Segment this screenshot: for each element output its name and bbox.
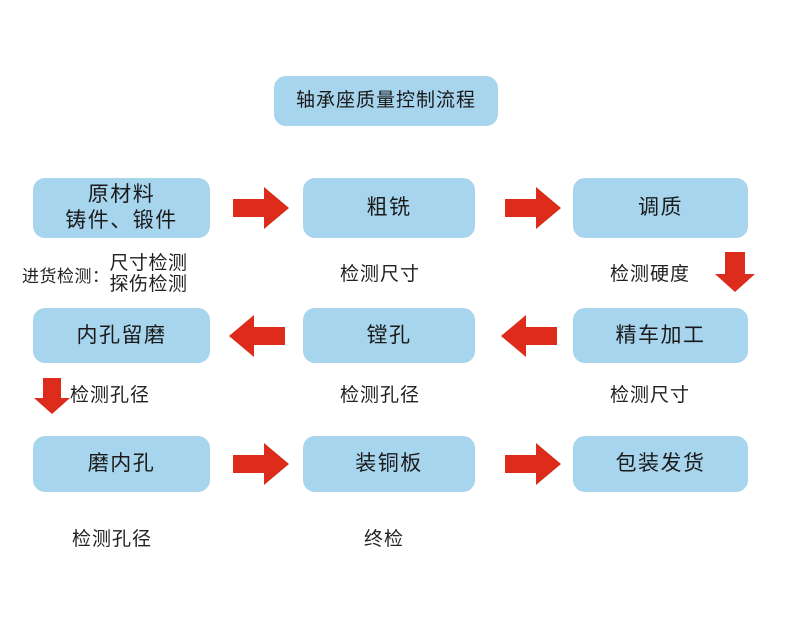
annotation-final-inspection: 终检 (364, 528, 405, 550)
node-install-copper-plate-label: 装铜板 (355, 451, 423, 476)
annotation-check-hardness-row1: 检测硬度 (610, 263, 691, 285)
page-title: 轴承座质量控制流程 (295, 89, 476, 112)
node-raw-material-line1: 原材料 (87, 182, 156, 207)
arrow-left-icon (229, 314, 285, 358)
arrow-right-icon (505, 442, 561, 486)
arrow-left-icon (501, 314, 557, 358)
annotation-check-dimension-row2-right: 检测尺寸 (610, 384, 691, 406)
node-raw-material[interactable]: 原材料 铸件、锻件 (33, 178, 210, 238)
node-packing-shipping[interactable]: 包装发货 (573, 436, 748, 492)
node-fine-turning[interactable]: 精车加工 (573, 308, 748, 363)
annotation-check-bore-row3: 检测孔径 (72, 528, 153, 550)
incoming-inspection-items: 尺寸检测 探伤检测 (109, 252, 188, 296)
node-boring[interactable]: 镗孔 (303, 308, 475, 363)
incoming-inspection-item-2: 探伤检测 (109, 273, 188, 296)
node-raw-material-line2: 铸件、锻件 (65, 208, 178, 232)
incoming-inspection-item-1: 尺寸检测 (109, 252, 188, 274)
node-grind-inner-hole[interactable]: 磨内孔 (33, 436, 210, 492)
node-quench-temper-label: 调质 (638, 195, 683, 220)
node-boring-label: 镗孔 (366, 322, 412, 347)
node-bore-reserve-grind-label: 内孔留磨 (76, 322, 167, 347)
node-grind-inner-hole-label: 磨内孔 (87, 451, 156, 476)
annotation-check-dimension-row1: 检测尺寸 (340, 263, 421, 285)
node-fine-turning-label: 精车加工 (615, 322, 706, 347)
node-rough-milling-label: 粗铣 (366, 195, 412, 220)
node-rough-milling[interactable]: 粗铣 (303, 178, 475, 238)
arrow-right-icon (233, 186, 289, 230)
node-packing-shipping-label: 包装发货 (615, 451, 706, 476)
title-box: 轴承座质量控制流程 (274, 76, 498, 126)
arrow-down-icon (714, 252, 756, 292)
annotation-check-bore-row2-mid: 检测孔径 (340, 384, 421, 406)
node-quench-temper[interactable]: 调质 (573, 178, 748, 238)
arrow-right-icon (505, 186, 561, 230)
incoming-inspection-label: 进货检测： (22, 266, 110, 287)
node-bore-reserve-grind[interactable]: 内孔留磨 (33, 308, 210, 363)
arrow-down-icon (33, 378, 71, 414)
node-install-copper-plate[interactable]: 装铜板 (303, 436, 475, 492)
arrow-right-icon (233, 442, 289, 486)
annotation-check-bore-row2-left: 检测孔径 (70, 384, 151, 406)
annotation-incoming-inspection: 进货检测： 尺寸检测 探伤检测 (22, 252, 188, 296)
